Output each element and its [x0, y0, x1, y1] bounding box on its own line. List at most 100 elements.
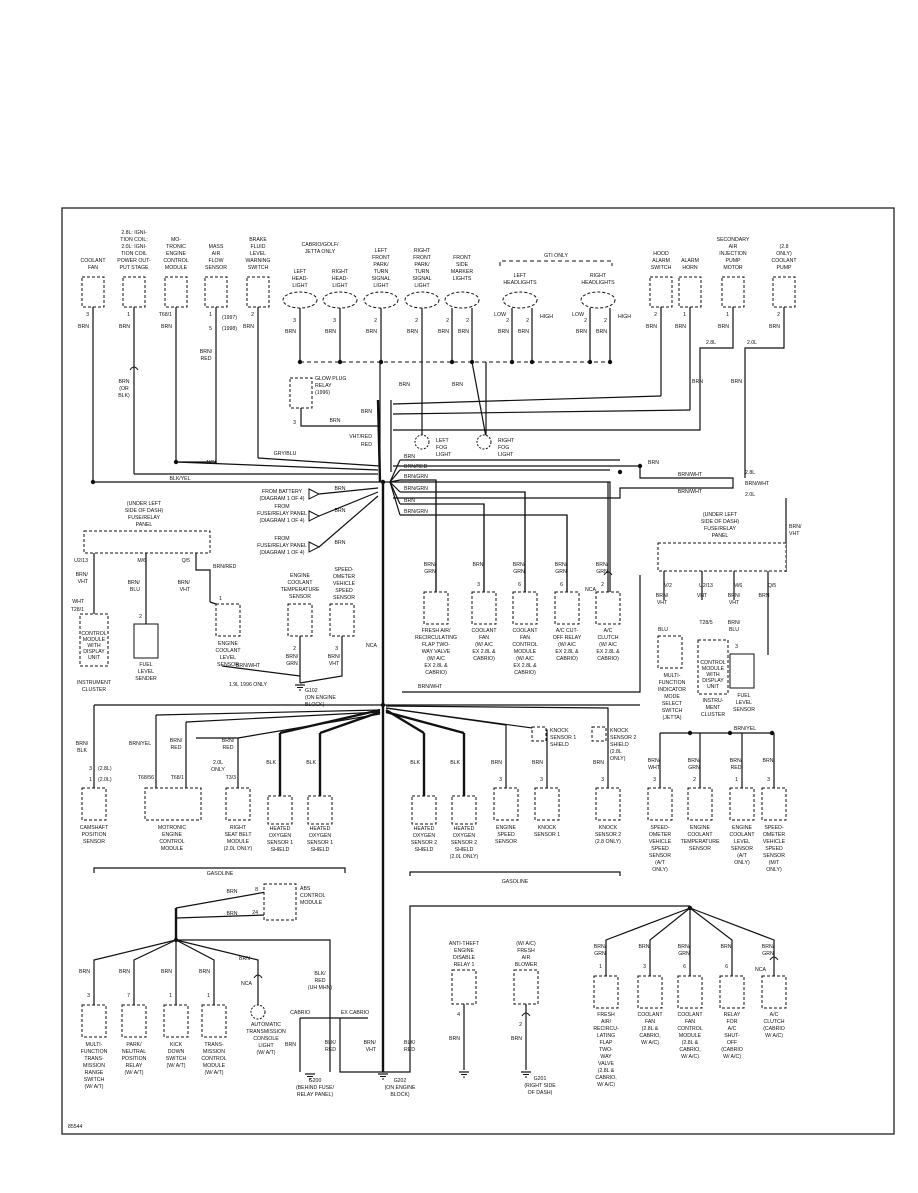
fresh-air-blower-label: (W/ A/C)	[516, 941, 536, 947]
fresh_air_flap-label: FLAP TWO-	[422, 642, 450, 648]
label-nca: NCA	[755, 967, 766, 973]
wire-line	[389, 459, 401, 483]
ect_level_r-pin: 1	[735, 777, 738, 783]
connector-symbol	[129, 366, 139, 371]
headlight-symbol	[502, 291, 538, 309]
pin-label: U2/13	[699, 583, 713, 589]
wire-label: BLK/YEL	[169, 476, 190, 482]
motronic-mid-label: CONTROL	[159, 839, 184, 845]
ho2s1_shield_a-label: SENSOR 1	[267, 840, 293, 846]
wire-label: BRN/	[656, 593, 669, 599]
motronic-mid-label: MODULE	[161, 846, 184, 852]
left_headlights_gti-pin: 2	[526, 318, 529, 324]
auto-trans-label: (W/ A/T)	[256, 1050, 275, 1056]
label-g201: G201	[534, 1076, 547, 1082]
wire-label: BRN	[361, 409, 372, 415]
coolant_fan_ctrl_low-label: W/ A/C)	[681, 1054, 699, 1060]
motronic_top-label: TRONIC	[166, 244, 186, 250]
pin-label: Q/5	[182, 558, 190, 564]
multi-function-label: (JETTA)	[663, 715, 682, 721]
headlight-symbol	[404, 291, 440, 309]
motronic_top-wire: BRN	[161, 324, 172, 330]
wire-label: RED	[325, 1047, 336, 1053]
wire-label: BRN	[731, 379, 742, 385]
abs-label: MODULE	[300, 900, 323, 906]
speedo_at-label: ONLY)	[652, 867, 668, 873]
wire-line	[279, 708, 381, 735]
wire-line	[176, 939, 331, 1072]
wire-line	[93, 939, 177, 1005]
multi-function-label: INDICATOR	[658, 687, 686, 693]
hood_alarm-wire: BRN	[646, 324, 657, 330]
knock2-box	[595, 787, 621, 821]
splice-dot	[637, 463, 643, 469]
pin-label: Q/5	[768, 583, 776, 589]
multi-function-label: SELECT	[662, 701, 683, 707]
instrument-cluster-left-label: WITH	[87, 643, 101, 649]
label-g200: (BEHIND FUSE/	[296, 1085, 335, 1091]
kick_down-label: DOWN	[168, 1049, 185, 1055]
coolant_fan_low-label: W/ A/C)	[641, 1040, 659, 1046]
label-2-8l: 2.8L	[745, 470, 755, 476]
brake_fluid-label: WARNING	[246, 258, 271, 264]
ac_clutch_mid-label: EX 2.8L &	[596, 649, 620, 655]
speedo_mt-label: SENSOR	[763, 853, 785, 859]
ect_level_r-wire: RED	[731, 765, 742, 771]
ect_temp_r-label: ENGINE	[690, 825, 710, 831]
label-nca: NCA	[207, 460, 218, 466]
relay_ac_shutoff-box	[719, 975, 745, 1009]
fuel-level-right-pin: 3	[735, 644, 738, 650]
park_neutral-label: POSITION	[122, 1056, 147, 1062]
fuel-level-right-label: SENSOR	[733, 707, 755, 713]
fresh_air_flap-box	[423, 591, 449, 625]
wire-label: BLU	[729, 627, 739, 633]
left_front_park-label: PARK/	[373, 262, 389, 268]
ect_temp_r-label: SENSOR	[689, 846, 711, 852]
ign_coil-label: 2.8L: IGNI-	[121, 230, 147, 236]
wire-label: BRN/WHT	[236, 663, 261, 669]
speedo_mt-label: ONLY)	[766, 867, 782, 873]
left_head-label: LIGHT	[292, 283, 308, 289]
abs-box	[263, 883, 297, 921]
ect-temp-label: ENGINE	[290, 573, 310, 579]
fuel-level-right-box	[729, 653, 755, 689]
fresh-air-blower-label: AIR	[522, 955, 531, 961]
knock1-box	[534, 787, 560, 821]
motronic-mid-box	[144, 787, 202, 821]
label-cabrio: CABRIO	[290, 1010, 310, 1016]
label-cabrio-golf-jetta: CABRIO/GOLF/	[302, 242, 339, 248]
glow-plug-label: RELAY	[315, 383, 332, 389]
alarm_horn-pin: 1	[683, 312, 686, 318]
multi-function-label: FUNCTION	[659, 680, 686, 686]
fuel-level-left-pin: 2	[139, 614, 142, 620]
ho2s2_shield_a-label: SENSOR 2	[411, 840, 437, 846]
marker-pin: 2	[466, 318, 469, 324]
park_neutral-wire: BRN	[119, 969, 130, 975]
coolant_fan_mid-label: CABRIO)	[473, 656, 495, 662]
coolant_fan_ctrl_low-wire: BRN/	[678, 944, 691, 950]
headlight-symbol	[444, 291, 480, 309]
label-gasoline: GASOLINE	[207, 871, 234, 877]
trunk	[376, 399, 382, 483]
splice-dot	[380, 702, 386, 708]
label-nca: NCA	[585, 587, 596, 593]
knock2-wire: BRN	[593, 760, 604, 766]
coolant_fan_ctrl_low-label: COOLANT	[677, 1012, 703, 1018]
glow-plug-label: (1996)	[315, 390, 330, 396]
coolant_fan_ctrl_low-label: MODULE	[679, 1033, 702, 1039]
fresh_air_recirc-label: FRESH	[597, 1012, 615, 1018]
label-g201: (RIGHT SIDE	[524, 1083, 556, 1089]
gti-bracket	[499, 260, 613, 266]
fresh_air_flap-wire: GRN	[424, 569, 436, 575]
wire-label: VHT	[657, 600, 668, 606]
speedo_at-label: SENSOR	[649, 853, 671, 859]
right_front_park-label: TURN	[415, 269, 430, 275]
right_fog-label: LIGHT	[498, 452, 514, 458]
maf-wire: BRN/	[200, 349, 213, 355]
label-cabrio-golf-jetta: JETTA ONLY	[305, 249, 336, 255]
ect-level-label: SENSOR	[217, 662, 239, 668]
left_headlights_gti-wire: BRN	[518, 329, 529, 335]
camshaft-box	[81, 787, 107, 821]
right_headlights_gti-label: RIGHT	[590, 273, 607, 279]
